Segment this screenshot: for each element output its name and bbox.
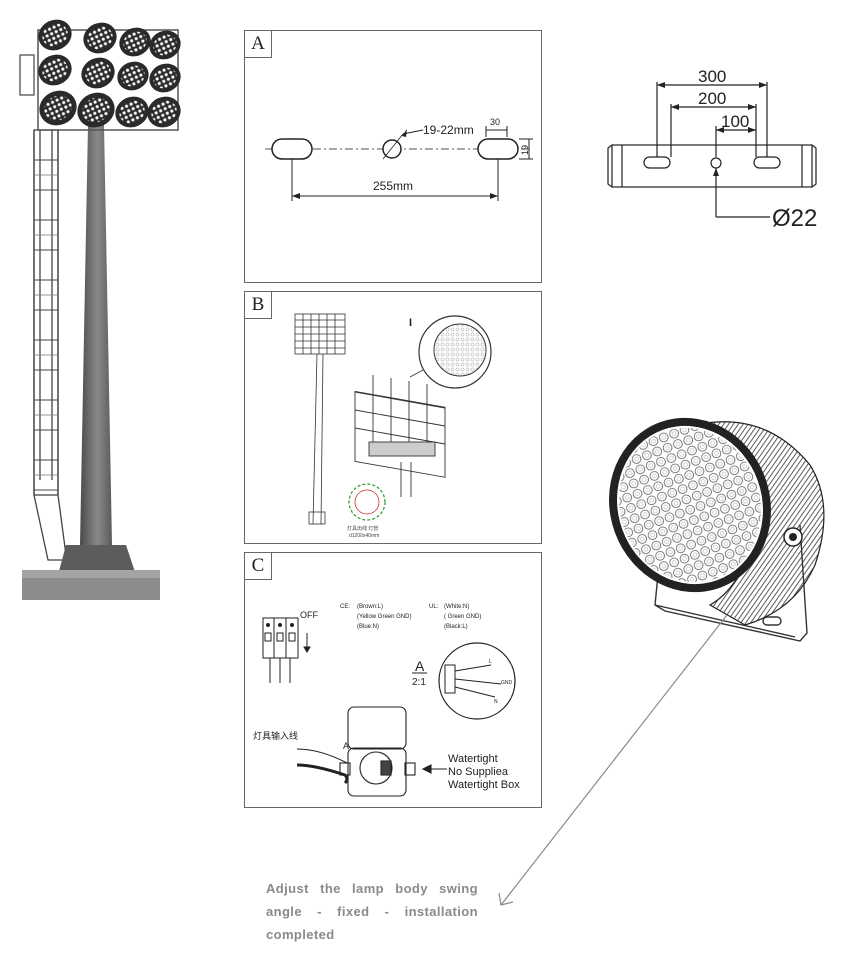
ce-line-2: (Yellow Green GND) xyxy=(357,614,411,620)
panel-b-label: B xyxy=(245,292,272,319)
marker-text: I xyxy=(409,317,412,329)
zoomed-lamp-drawing xyxy=(409,315,492,389)
panel-c: C OFF CE: (Brown:L) (Yellow Green GND) (… xyxy=(244,552,542,808)
fixture-bracket xyxy=(654,524,808,642)
ul-line-3: (Black:L) xyxy=(444,624,468,630)
circle-note-1: 灯具出线 灯管 xyxy=(347,525,378,532)
panel-b: B I 灯具出线 灯管 xyxy=(244,291,542,544)
spacing-text: 255mm xyxy=(373,179,413,193)
box-note-2: No Suppliea xyxy=(448,766,509,778)
panel-c-label: C xyxy=(245,553,272,580)
led-array xyxy=(619,427,761,583)
wire-gnd-text: GND xyxy=(501,680,513,686)
hole-dia-text: 19-22mm xyxy=(423,123,474,137)
bracket-center-hole xyxy=(710,157,722,169)
detail-scale: 2:1 xyxy=(412,677,426,688)
circle-note-2: d1200x40mm xyxy=(349,533,379,539)
bracket-dimension-drawing: 300 200 100 Ø22 xyxy=(607,67,817,232)
panel-a-label: A xyxy=(245,31,272,58)
dim-200-text: 200 xyxy=(698,89,726,108)
wire-l-text: L xyxy=(489,659,492,665)
wire-detail-circle xyxy=(438,642,516,720)
pole-shaft xyxy=(80,125,112,545)
wiring-drawing: OFF CE: (Brown:L) (Yellow Green GND) (Bl… xyxy=(253,604,520,797)
ce-label: CE: xyxy=(340,604,350,610)
box-note-3: Watertight Box xyxy=(448,779,520,791)
ul-line-2: ( Green GND) xyxy=(444,614,481,620)
dim-100-text: 100 xyxy=(721,112,749,131)
floodlight-array xyxy=(38,19,181,128)
hole-dia-label: Ø22 xyxy=(772,205,817,232)
box-note-1: Watertight xyxy=(448,753,498,765)
pointer-arrow xyxy=(498,614,728,906)
panel-a: A 19-22mm 30 19 255mm xyxy=(244,30,542,283)
high-mast-pole-illustration xyxy=(19,19,181,600)
off-text: OFF xyxy=(300,610,318,620)
mounting-layout-drawing: I 灯具出线 灯管 d1200x40mm xyxy=(294,313,492,539)
ce-line-3: (Blue:N) xyxy=(357,624,379,630)
pole-base xyxy=(22,575,160,600)
input-wire-text: 灯具输入线 xyxy=(253,730,298,741)
ce-line-1: (Brown:L) xyxy=(357,604,383,610)
wire-n-text: N xyxy=(494,699,498,705)
installation-caption: Adjust the lamp body swing angle - fixed… xyxy=(266,881,478,942)
small-pole-drawing xyxy=(294,313,346,525)
slot-width-text: 30 xyxy=(490,117,500,127)
slot-dimension-drawing: 19-22mm 30 19 255mm xyxy=(265,117,533,201)
left-slot xyxy=(271,138,313,160)
foundation-circle xyxy=(348,483,386,521)
slot-height-text: 19 xyxy=(520,145,530,155)
right-slot xyxy=(477,138,519,160)
junction-box-drawing xyxy=(296,706,447,797)
breaker-drawing xyxy=(262,617,311,683)
box-letter: A xyxy=(343,741,349,751)
bracket-right-slot xyxy=(753,156,781,169)
lamp-matrix-drawing xyxy=(354,375,446,497)
dim-300-text: 300 xyxy=(698,67,726,86)
floodlight-fixture-illustration xyxy=(609,417,825,642)
ul-line-1: (White:N) xyxy=(444,604,469,610)
bracket-left-slot xyxy=(643,156,671,169)
ladder xyxy=(19,54,67,561)
ul-label: UL: xyxy=(429,604,439,610)
detail-letter: A xyxy=(415,658,425,674)
